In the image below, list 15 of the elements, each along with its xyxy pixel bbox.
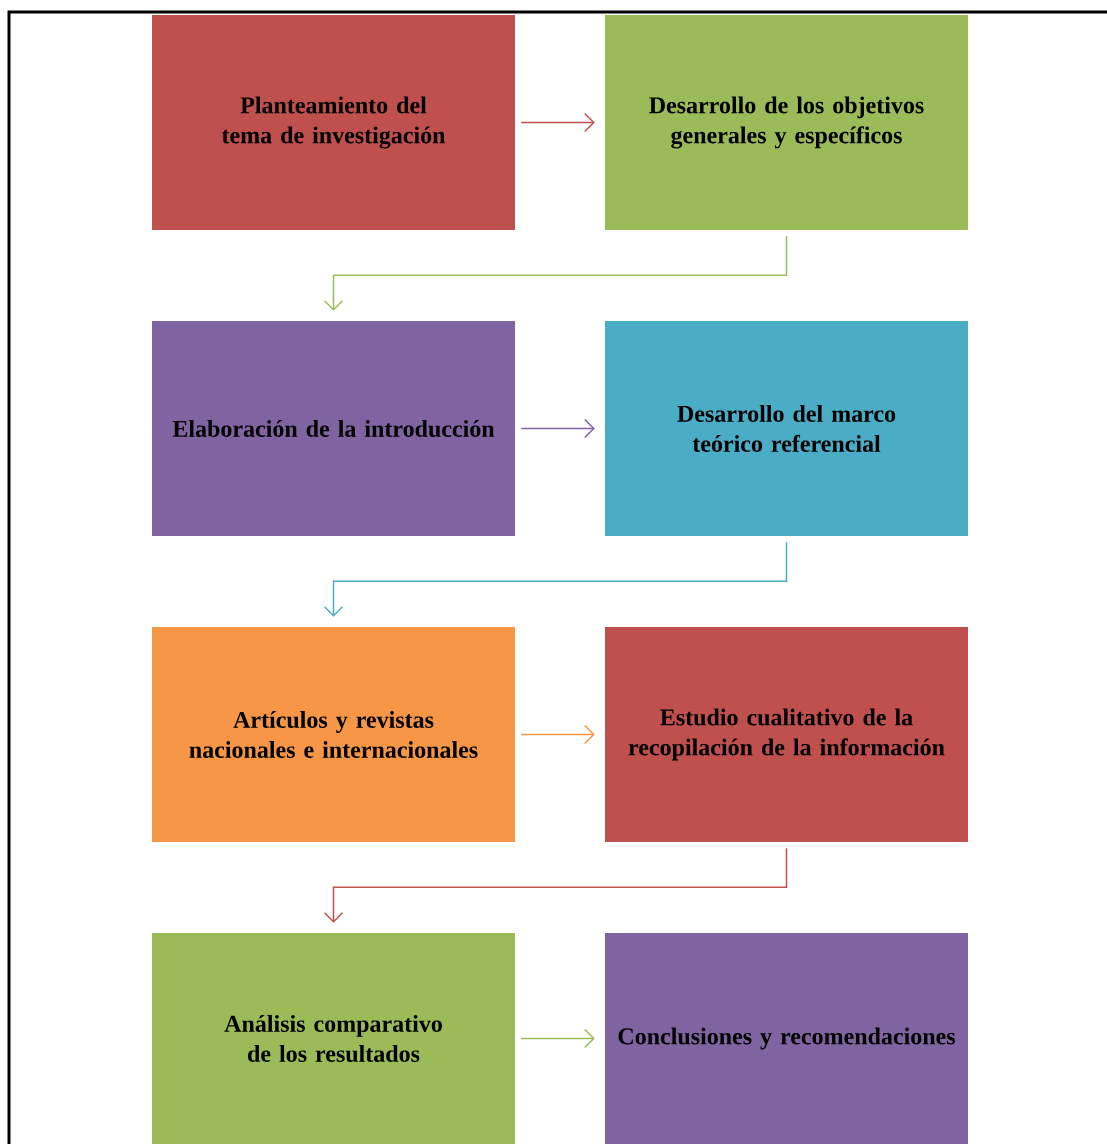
process-box: Desarrollo de los objetivos generales y específicos: [605, 15, 968, 230]
process-box: Planteamiento del tema de investigación: [152, 15, 515, 230]
arrow: [520, 112, 595, 133]
process-box: Conclusiones y recomendaciones: [605, 933, 968, 1144]
arrow: [520, 1028, 595, 1049]
arrow: [520, 418, 595, 439]
arrow: [323, 541, 788, 617]
process-box: Artículos y revistas nacionales e internacionales: [152, 627, 515, 842]
arrow: [323, 235, 788, 311]
process-box: Desarrollo del marco teórico referencial: [605, 321, 968, 536]
arrow: [520, 724, 595, 745]
process-box: Elaboración de la introducción: [152, 321, 515, 536]
process-box: Análisis comparativo de los resultados: [152, 933, 515, 1144]
arrow: [323, 847, 788, 923]
process-box: Estudio cualitativo de la recopilación de la información: [605, 627, 968, 842]
